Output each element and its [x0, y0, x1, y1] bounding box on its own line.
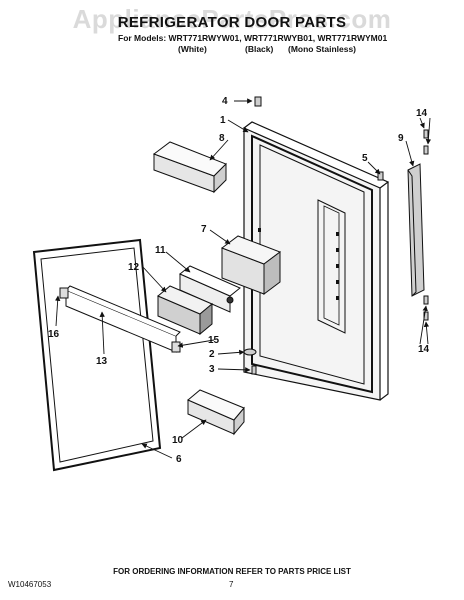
callout-14-bottom: 14: [418, 344, 430, 355]
variant-black: (Black): [245, 44, 274, 54]
callout-14-top: 14: [416, 108, 428, 119]
callout-6: 6: [176, 454, 182, 465]
ordering-note: FOR ORDERING INFORMATION REFER TO PARTS …: [113, 567, 351, 576]
callout-9: 9: [398, 133, 404, 144]
callout-7: 7: [201, 224, 207, 235]
callout-5: 5: [362, 153, 368, 164]
fasteners: [243, 96, 429, 375]
variant-mono-stainless: (Mono Stainless): [288, 44, 357, 54]
door-gasket: [32, 238, 162, 472]
page-number: 7: [229, 580, 234, 589]
document-number: W10467053: [8, 580, 52, 589]
callout-12: 12: [128, 262, 140, 273]
callout-1: 1: [220, 115, 226, 126]
door-handle: [407, 163, 425, 297]
watermark: AppliancePartsPros.com: [72, 4, 392, 34]
variant-white: (White): [178, 44, 207, 54]
lower-door-bin: [187, 389, 245, 436]
dairy-bin-housing: [220, 235, 282, 295]
shelf-trim: [59, 285, 181, 353]
callout-3: 3: [209, 364, 215, 375]
callout-15: 15: [208, 335, 220, 346]
door-panel: [243, 121, 390, 401]
callout-16: 16: [48, 329, 60, 340]
callout-13: 13: [96, 356, 108, 367]
models-line: For Models: WRT771RWYW01, WRT771RWYB01, …: [118, 33, 388, 43]
upper-door-bin: [152, 141, 227, 194]
dairy-bin: [157, 285, 213, 336]
callout-10: 10: [172, 435, 184, 446]
page-title: REFRIGERATOR DOOR PARTS: [117, 14, 347, 31]
callout-numbers: 4 1 8 5 9 14 7 11 12 15 2 3 16 13 14 10 …: [48, 96, 430, 465]
leader-lines: [54, 98, 432, 459]
callout-11: 11: [155, 245, 166, 256]
callout-4: 4: [222, 96, 228, 107]
callout-8: 8: [219, 133, 225, 144]
callout-2: 2: [209, 349, 215, 360]
